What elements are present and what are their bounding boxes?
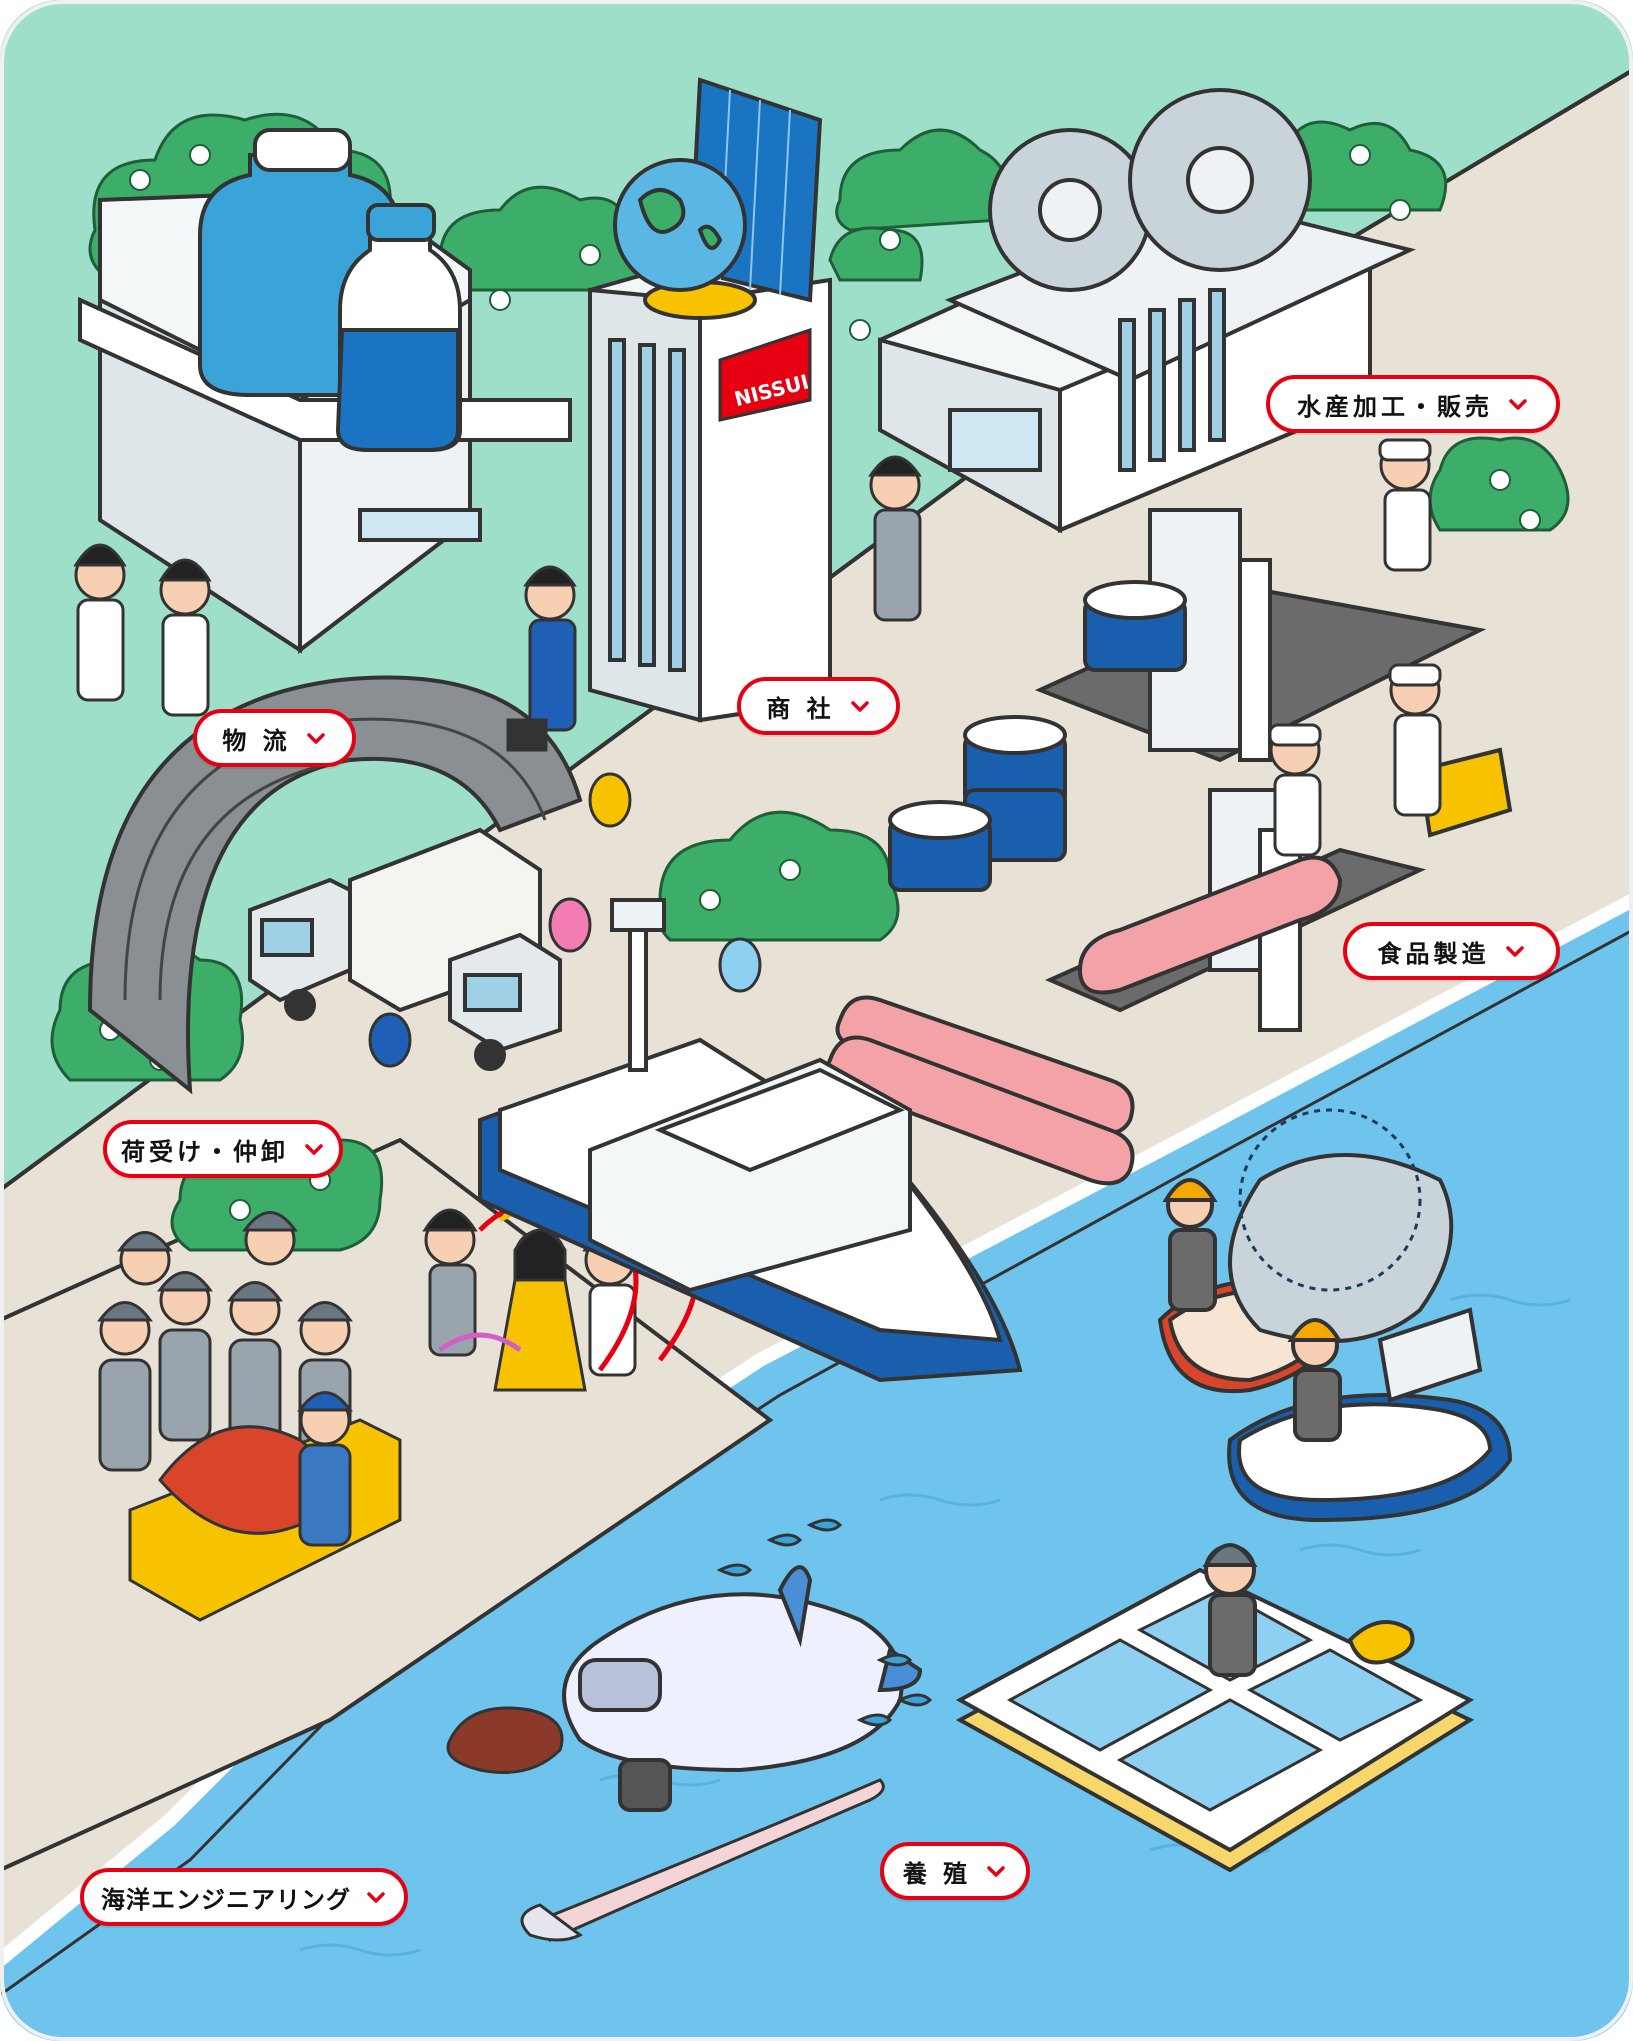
canning-line [825, 508, 1513, 1186]
chevron-down-icon [1507, 393, 1529, 415]
label-trading-company[interactable]: 商 社 [737, 677, 900, 735]
chevron-down-icon [985, 1860, 1007, 1882]
label-text: 荷受け・仲卸 [121, 1137, 289, 1166]
label-text: 商 社 [766, 694, 835, 723]
label-text: 養 殖 [902, 1859, 972, 1888]
label-food-manufacturing[interactable]: 食品製造 [1343, 922, 1560, 980]
fishing-boat [478, 898, 1023, 1383]
logistics-tunnel [87, 675, 583, 1095]
label-receiving-wholesale[interactable]: 荷受け・仲卸 [103, 1120, 343, 1178]
label-text: 海洋エンジニアリング [101, 1885, 351, 1914]
chevron-down-icon [849, 695, 871, 717]
chevron-down-icon [305, 727, 327, 749]
label-text: 水産加工・販売 [1297, 392, 1493, 421]
workers [73, 438, 1442, 1622]
label-seafood-processing-sales[interactable]: 水産加工・販売 [1266, 375, 1560, 433]
label-text: 食品製造 [1377, 939, 1490, 968]
chevron-down-icon [365, 1886, 387, 1908]
label-logistics[interactable]: 物 流 [193, 709, 356, 767]
tuna-boats [1157, 1108, 1513, 1523]
label-text: 物 流 [222, 726, 291, 755]
aquaculture-raft [955, 1543, 1475, 1873]
pharma-building [78, 128, 572, 655]
bushes [50, 112, 1570, 1252]
chevron-down-icon [1504, 940, 1526, 962]
chevron-down-icon [303, 1138, 325, 1160]
factory-building [878, 88, 1416, 534]
label-aquaculture[interactable]: 養 殖 [880, 1842, 1030, 1900]
label-marine-engineering[interactable]: 海洋エンジニアリング [80, 1868, 408, 1926]
balloons [368, 772, 762, 1068]
sea-creatures [446, 1518, 933, 1942]
nissui-logo: NISSUI [718, 327, 812, 422]
